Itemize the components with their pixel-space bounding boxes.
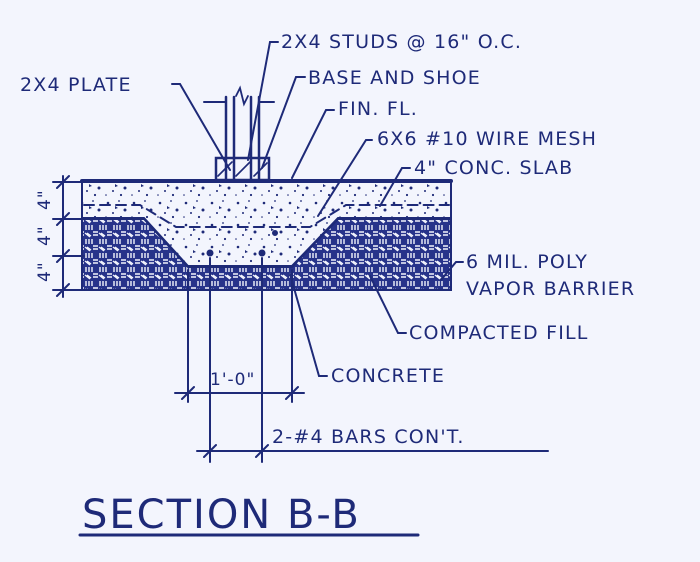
vapor-barrier — [81, 218, 452, 268]
callout-studs: 2X4 STUDS @ 16" O.C. — [281, 31, 522, 53]
sole-plate — [214, 156, 271, 182]
callout-wire-mesh: 6X6 #10 WIRE MESH — [377, 128, 597, 150]
dim-vertical-3: 4" — [35, 261, 55, 282]
rebar-2 — [258, 249, 266, 257]
section-title: SECTION B-B — [82, 492, 361, 538]
bar-spacing-dimension — [196, 257, 549, 463]
callout-fill: COMPACTED FILL — [409, 322, 589, 344]
callout-fin-floor: FIN. FL. — [338, 98, 418, 120]
wire-mesh — [83, 204, 450, 228]
stud-wall — [203, 85, 275, 182]
callout-base-shoe: BASE AND SHOE — [308, 67, 481, 89]
callout-slab: 4" CONC. SLAB — [414, 157, 573, 179]
callout-plate: 2X4 PLATE — [20, 74, 132, 96]
rebar-1 — [206, 249, 214, 257]
dim-vertical-2: 4" — [35, 225, 55, 246]
dim-footing-width: 1'-0" — [210, 370, 255, 390]
callout-bars: 2-#4 BARS CON'T. — [272, 426, 465, 448]
callout-concrete: CONCRETE — [331, 365, 445, 387]
footing-width-dimension — [174, 269, 305, 403]
callout-poly-line2: VAPOR BARRIER — [466, 278, 635, 300]
leader-lines — [171, 41, 464, 377]
vertical-dimension — [52, 175, 85, 298]
callout-poly-line1: 6 MIL. POLY — [466, 251, 588, 273]
dim-vertical-1: 4" — [35, 189, 55, 210]
